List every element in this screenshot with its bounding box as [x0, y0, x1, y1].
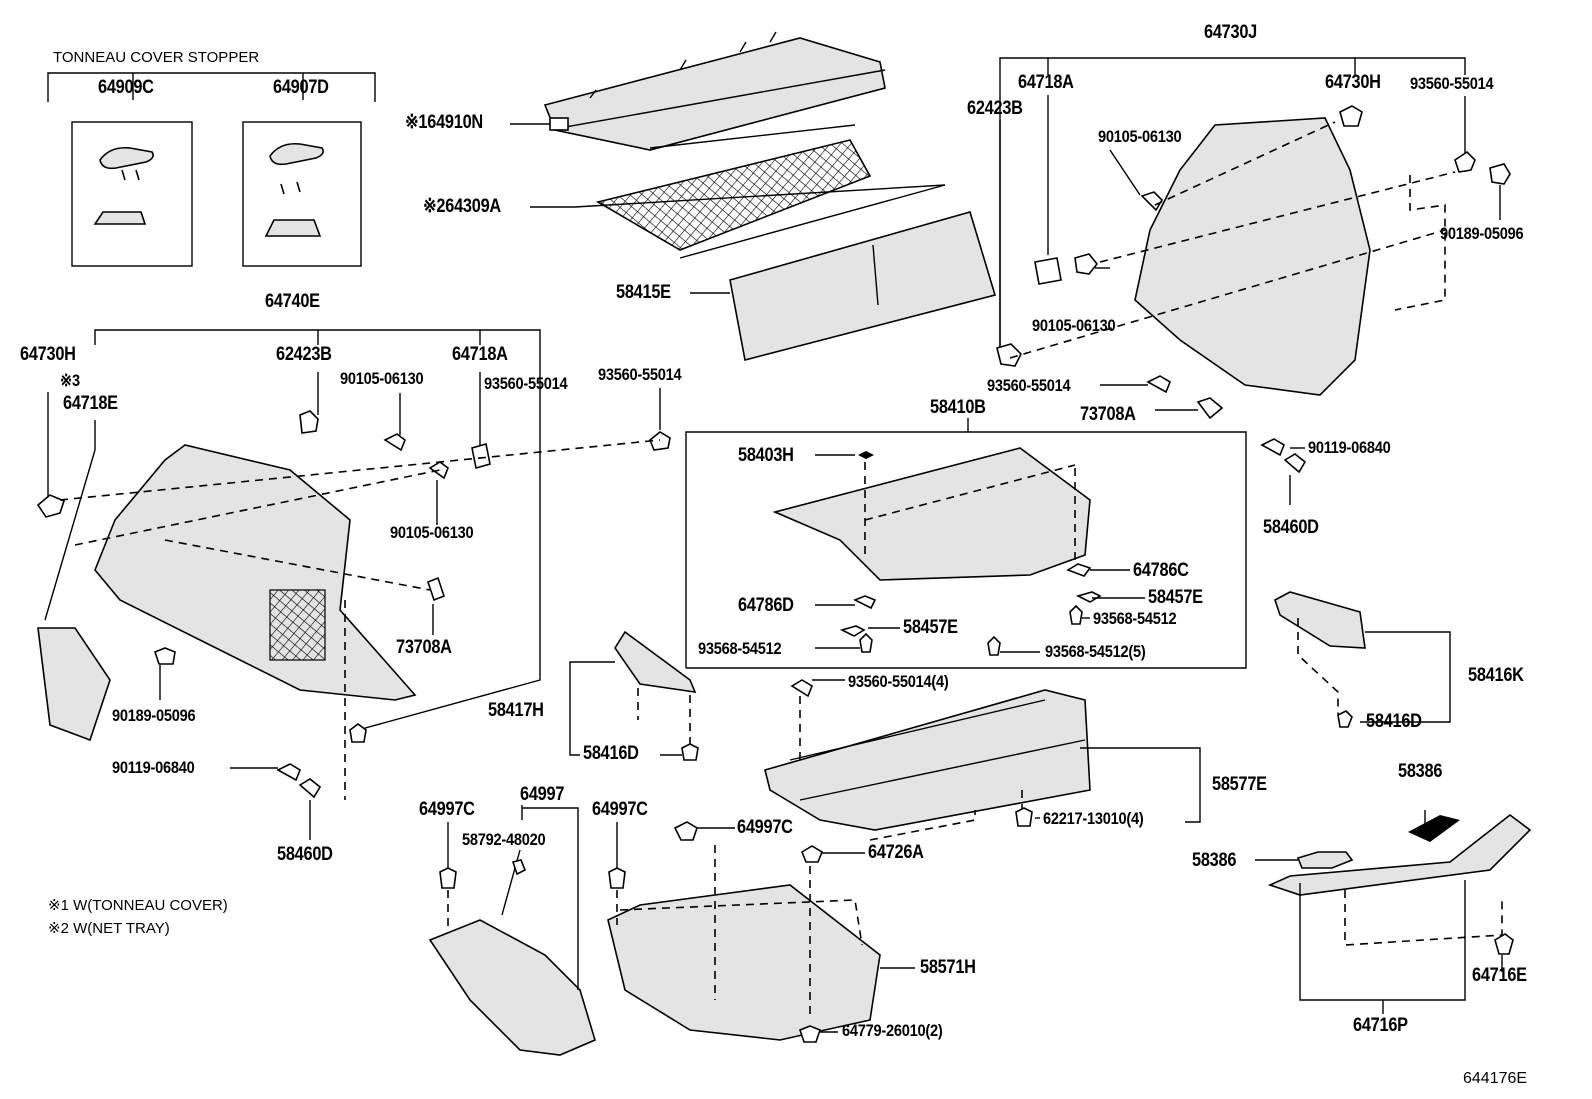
- part-93560-55014-right-1: 93560-55014: [1410, 74, 1494, 93]
- part-64730j: 64730J: [1204, 22, 1257, 43]
- part-58416d-right: 58416D: [1366, 711, 1422, 732]
- part-58415e: 58415E: [616, 282, 671, 303]
- part-93560-55014-left-2: 93560-55014: [598, 365, 682, 384]
- part-58410b: 58410B: [930, 397, 986, 418]
- part-64730h-left: 64730H: [20, 344, 76, 365]
- part-64997: 64997: [520, 784, 565, 805]
- part-58386-top: 58386: [1398, 761, 1443, 782]
- part-58416k: 58416K: [1468, 665, 1524, 686]
- part-62423b-right: 62423B: [967, 98, 1023, 119]
- part-93560-55014-right-2: 93560-55014: [987, 376, 1071, 395]
- cover-58416k: [1274, 591, 1451, 728]
- part-90119-06840-right: 90119-06840: [1308, 438, 1391, 457]
- stopper-title: TONNEAU COVER STOPPER: [53, 49, 260, 66]
- part-58577e: 58577E: [1212, 774, 1267, 795]
- part-93560-55014-x4: 93560-55014(4): [848, 672, 949, 691]
- part-64786c: 64786C: [1133, 560, 1189, 581]
- tray-group: [764, 679, 1201, 841]
- part-58457e-b: 58457E: [1148, 587, 1203, 608]
- part-64718e: 64718E: [63, 393, 118, 414]
- diagram-ref-number: 644176E: [1463, 1070, 1528, 1087]
- part-93568-54512-a: 93568-54512: [698, 639, 782, 658]
- part-93568-54512-c: 93568-54512(5): [1045, 642, 1146, 661]
- right-trim-group: [996, 57, 1511, 505]
- part-62423b-left: 62423B: [276, 344, 332, 365]
- part-90119-06840-left: 90119-06840: [112, 758, 195, 777]
- scuff-plate-group: [1255, 810, 1532, 1014]
- part-64997c-right: 64997C: [737, 817, 793, 838]
- part-90189-05096-right: 90189-05096: [1440, 224, 1524, 243]
- part-64718a-right: 64718A: [1018, 72, 1074, 93]
- deck-board-art: [690, 211, 997, 361]
- part-90105-06130-right-2: 90105-06130: [1032, 316, 1116, 335]
- note-3-marker: ※3: [60, 371, 80, 390]
- part-64786d: 64786D: [738, 595, 794, 616]
- part-58571h: 58571H: [920, 957, 976, 978]
- footnote-2: ※2 W(NET TRAY): [48, 920, 170, 937]
- part-64309a: ※264309A: [423, 196, 501, 217]
- tonneau-cover-art: [510, 31, 886, 151]
- part-64910n: ※164910N: [405, 112, 483, 133]
- floor-tray-group: [607, 821, 915, 1043]
- part-90189-05096-left: 90189-05096: [112, 706, 196, 725]
- part-64907d: 64907D: [273, 77, 329, 98]
- part-64909c: 64909C: [98, 77, 154, 98]
- part-58417h: 58417H: [488, 700, 544, 721]
- part-93560-55014-left-1: 93560-55014: [484, 374, 568, 393]
- part-64718a-left: 64718A: [452, 344, 508, 365]
- part-58416d-mid: 58416D: [583, 743, 639, 764]
- part-64997c-mid: 64997C: [592, 799, 648, 820]
- part-58460d-left: 58460D: [277, 844, 333, 865]
- footnote-1: ※1 W(TONNEAU COVER): [48, 897, 228, 914]
- part-64716e: 64716E: [1472, 965, 1527, 986]
- bracket-58417h: [569, 630, 699, 761]
- part-64716p: 64716P: [1353, 1015, 1408, 1036]
- part-58386-left: 58386: [1192, 850, 1237, 871]
- part-58792-48020: 58792-48020: [462, 830, 546, 849]
- net-tray-art: [530, 139, 946, 259]
- part-64726a: 64726A: [868, 842, 924, 863]
- part-90105-06130-right-1: 90105-06130: [1098, 127, 1182, 146]
- part-90105-06130-left-1: 90105-06130: [340, 369, 424, 388]
- part-73708a-right: 73708A: [1080, 404, 1136, 425]
- part-64730h-right: 64730H: [1325, 72, 1381, 93]
- part-58403h: 58403H: [738, 445, 794, 466]
- part-64779-26010-x2: 64779-26010(2): [842, 1021, 943, 1040]
- part-93568-54512-b: 93568-54512: [1093, 609, 1177, 628]
- part-90105-06130-left-2: 90105-06130: [390, 523, 474, 542]
- part-73708a-left: 73708A: [396, 637, 452, 658]
- part-58457e-a: 58457E: [903, 617, 958, 638]
- part-62217-13010-x4: 62217-13010(4): [1043, 809, 1144, 828]
- part-64740e: 64740E: [265, 291, 320, 312]
- deck-board-group: [685, 418, 1247, 669]
- side-box-group: [428, 805, 596, 1056]
- stopper-group: [47, 72, 376, 267]
- part-58460d-right: 58460D: [1263, 517, 1319, 538]
- left-trim-group: [36, 329, 671, 840]
- part-64997c-left: 64997C: [419, 799, 475, 820]
